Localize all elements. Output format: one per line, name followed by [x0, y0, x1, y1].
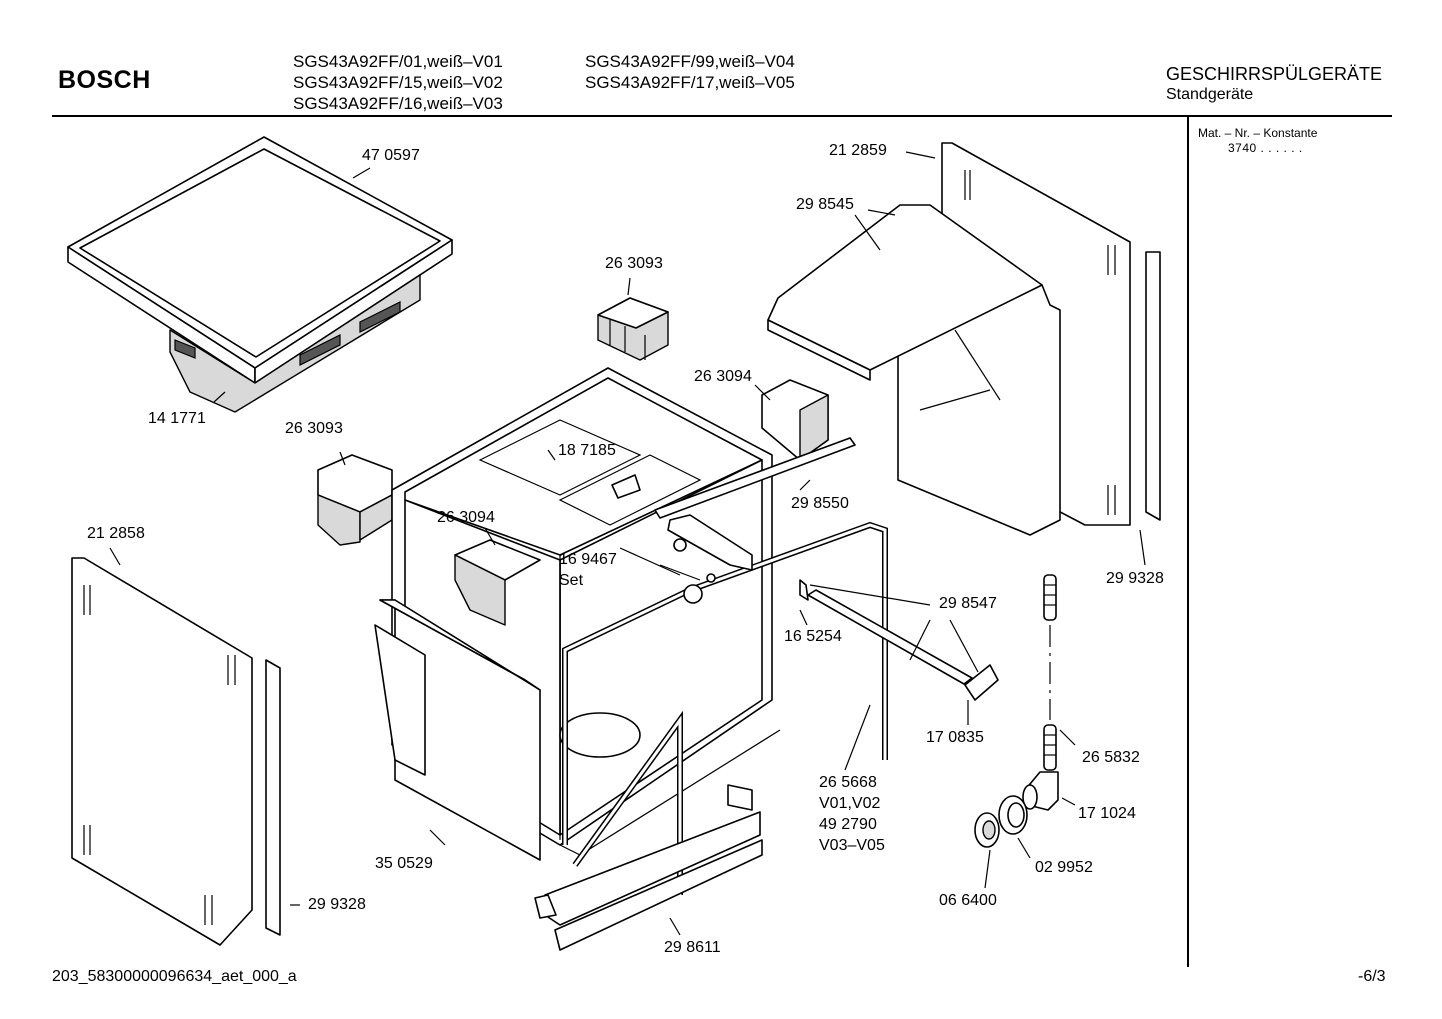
part-label: 26 5832: [1082, 749, 1140, 766]
insulation-panel-part: [767, 204, 1061, 536]
part-label: V01,V02: [819, 795, 881, 812]
hose-part: [1043, 574, 1057, 771]
nut-part: [974, 812, 1000, 848]
door-gasket-part: [562, 521, 888, 895]
part-label: 26 3093: [605, 255, 663, 272]
front-panel-part: [374, 599, 541, 861]
worktop-part: [67, 136, 453, 413]
part-label: 29 8550: [791, 495, 849, 512]
model-list-1: SGS43A92FF/01,weiß–V01 SGS43A92FF/15,wei…: [293, 51, 503, 114]
bracket-part: [317, 451, 393, 546]
part-label: 26 5668: [819, 774, 877, 791]
mat-nr-value: 3740 . . . . . .: [1228, 141, 1303, 155]
part-label: 18 7185: [558, 442, 616, 459]
brand-logo: BOSCH: [58, 66, 151, 94]
part-label: 16 5254: [784, 628, 842, 645]
model-line: SGS43A92FF/01,weiß–V01: [293, 52, 503, 71]
part-label: V03–V05: [819, 837, 885, 854]
side-strip-part: [265, 659, 281, 936]
spray-arm-part: [619, 514, 753, 604]
part-label: 02 9952: [1035, 859, 1093, 876]
part-label: 47 0597: [362, 147, 420, 164]
part-label: 26 3094: [437, 509, 495, 526]
document-id: 203_58300000096634_aet_000_a: [52, 968, 297, 985]
side-panel-divider: [1187, 117, 1189, 967]
mat-nr-label: Mat. – Nr. – Konstante: [1198, 126, 1318, 140]
elbow-part: [1022, 771, 1059, 811]
part-label: 17 0835: [926, 729, 984, 746]
header-rule: [52, 115, 1392, 117]
part-label: 29 8547: [939, 595, 997, 612]
page-number: -6/3: [1358, 968, 1386, 985]
bracket-part: [597, 277, 669, 361]
category-subtitle: Standgeräte: [1166, 86, 1254, 103]
model-line: SGS43A92FF/17,weiß–V05: [585, 73, 795, 92]
model-list-2: SGS43A92FF/99,weiß–V04 SGS43A92FF/17,wei…: [585, 51, 795, 93]
part-label: 26 3094: [694, 368, 752, 385]
part-label: 21 2859: [829, 142, 887, 159]
model-line: SGS43A92FF/16,weiß–V03: [293, 94, 503, 113]
lower-bar-part: [799, 579, 999, 701]
part-label: 26 3093: [285, 420, 343, 437]
plinth-part: [534, 784, 763, 951]
part-label: 06 6400: [939, 892, 997, 909]
bracket-part: [754, 379, 829, 461]
part-label: 29 8611: [664, 939, 721, 956]
model-line: SGS43A92FF/99,weiß–V04: [585, 52, 795, 71]
part-label: 49 2790: [819, 816, 877, 833]
side-panel-part: [71, 557, 253, 946]
ring-part: [998, 795, 1028, 835]
part-label: 29 8545: [796, 196, 854, 213]
part-label: 17 1024: [1078, 805, 1136, 822]
part-label: 35 0529: [375, 855, 433, 872]
exploded-parts-diagram: [67, 136, 1161, 951]
bracket-part: [454, 539, 541, 626]
part-label: 14 1771: [148, 410, 206, 427]
model-line: SGS43A92FF/15,weiß–V02: [293, 73, 503, 92]
rail-part: [654, 437, 856, 519]
part-label: 21 2858: [87, 525, 145, 542]
part-label: 29 9328: [308, 896, 366, 913]
part-label: 29 9328: [1106, 570, 1164, 587]
part-label: Set: [559, 572, 584, 589]
part-label: 16 9467: [559, 551, 617, 568]
category-title: GESCHIRRSPÜLGERÄTE: [1166, 64, 1383, 84]
side-strip-part: [1145, 251, 1161, 521]
